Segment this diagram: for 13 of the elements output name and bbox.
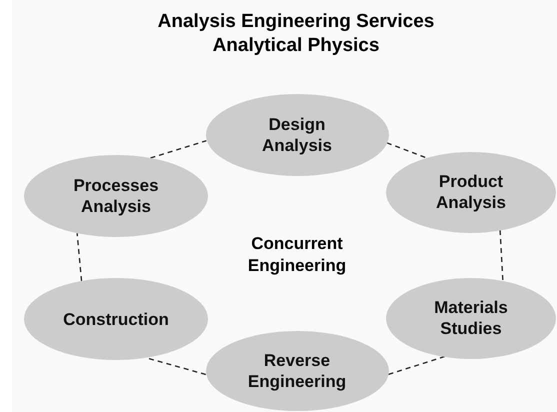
node-label: Materials Studies: [433, 297, 509, 339]
node-label: Construction: [62, 308, 170, 330]
center-label: Concurrent Engineering: [246, 233, 348, 277]
dashed-connector: [499, 230, 504, 280]
dashed-connector: [150, 140, 207, 159]
dashed-connector: [76, 233, 82, 282]
node-label: Product Analysis: [435, 171, 507, 213]
node-label: Design Analysis: [261, 114, 333, 156]
diagram-title: Analysis Engineering Services Analytical Physics: [156, 10, 436, 58]
node-label: Reverse Engineering: [246, 350, 348, 392]
node-label: Processes Analysis: [72, 175, 160, 217]
dashed-connector: [388, 356, 445, 376]
dashed-connector: [386, 142, 426, 158]
